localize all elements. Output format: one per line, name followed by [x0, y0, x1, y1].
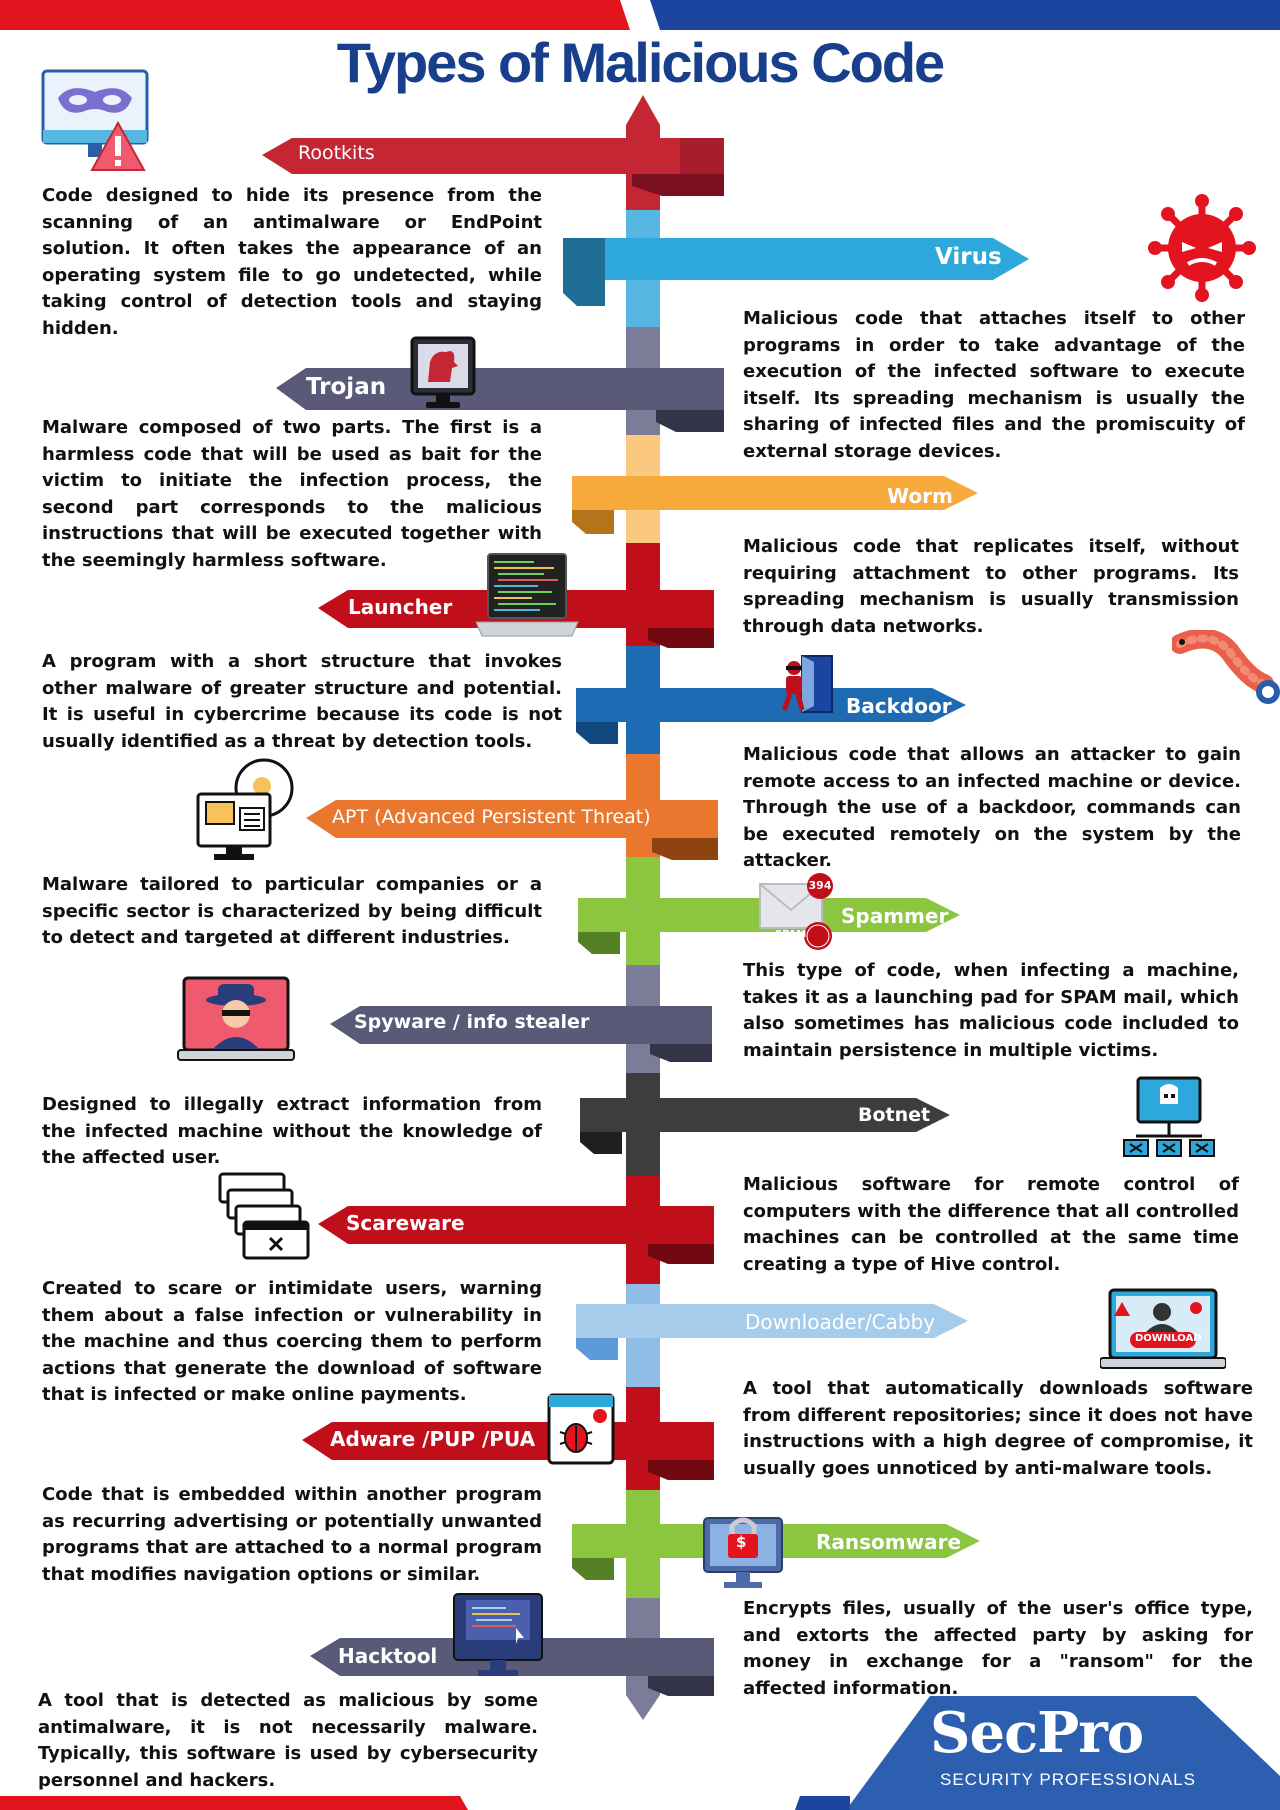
launcher-label: Launcher: [348, 595, 453, 619]
adware-description: Code that is embedded within another pro…: [42, 1484, 542, 1585]
adware-label: Adware /PUP /PUA: [330, 1427, 536, 1451]
rootkits-description: Code designed to hide its presence from …: [42, 185, 542, 339]
virus-description: Malicious code that attaches itself to o…: [743, 308, 1245, 462]
spam-stamp: SPAM: [775, 929, 807, 940]
hacker-monitor-icon: [453, 1593, 543, 1676]
apt-label: APT (Advanced Persistent Threat): [332, 806, 651, 828]
trojan-description: Malware composed of two parts. The first…: [42, 417, 542, 571]
backdoor-description: Malicious code that allows an attacker t…: [743, 744, 1241, 871]
hacktool-label: Hacktool: [338, 1644, 438, 1668]
top-left-red-bar: [0, 0, 630, 30]
trojan-ribbon: [276, 368, 724, 432]
spam-badge-circle: [807, 873, 833, 899]
scareware-label: Scareware: [346, 1211, 465, 1235]
hacktool-description: A tool that is detected as malicious by …: [38, 1690, 538, 1791]
page-title: Types of Malicious Code: [336, 31, 945, 94]
downloader-ribbon: [576, 1304, 968, 1360]
secpro-logo-background: [846, 1696, 1280, 1810]
botnet-network-icon: [1123, 1076, 1215, 1157]
worm-ribbon: [572, 476, 978, 534]
stacked-windows-icon: [218, 1172, 310, 1260]
virus-icon: [1148, 194, 1256, 302]
secpro-logo-name: SecPro: [930, 1700, 1144, 1766]
apt-computer-icon: [196, 758, 294, 860]
worm-label: Worm: [887, 484, 953, 508]
spam-badge-count: 394: [808, 879, 832, 892]
launcher-description: A program with a short structure that in…: [42, 651, 562, 752]
spammer-description: This type of code, when infecting a mach…: [743, 960, 1239, 1061]
trojan-label: Trojan: [306, 374, 387, 400]
download-button-label: DOWNLOAD: [1135, 1333, 1202, 1344]
ransomware-description: Encrypts files, usually of the user's of…: [743, 1598, 1253, 1699]
rootkits-ribbon: [262, 138, 724, 196]
trojan-horse-icon: [410, 336, 476, 408]
downloader-description: A tool that automatically downloads soft…: [743, 1378, 1253, 1479]
spammer-label: Spammer: [841, 904, 949, 928]
backdoor-intruder-icon: [781, 655, 833, 713]
ransomware-label: Ransomware: [816, 1530, 962, 1554]
backdoor-label: Backdoor: [846, 694, 952, 718]
botnet-label: Botnet: [858, 1104, 931, 1126]
apt-description: Malware tailored to particular companies…: [42, 874, 542, 948]
botnet-ribbon: [580, 1098, 950, 1154]
secpro-logo-tagline: SECURITY PROFESSIONALS: [940, 1770, 1196, 1789]
worm-icon: [1172, 630, 1280, 704]
backdoor-ribbon: [576, 688, 966, 744]
laptop-code-icon: [475, 553, 579, 637]
scareware-description: Created to scare or intimidate users, wa…: [42, 1278, 542, 1405]
virus-ribbon: [563, 238, 1029, 306]
downloader-label: Downloader/Cabby: [745, 1310, 936, 1334]
spy-laptop-icon: [177, 976, 295, 1061]
spyware-description: Designed to illegally extract informatio…: [42, 1094, 542, 1168]
apt-ribbon: [306, 800, 718, 860]
top-color-bars: [0, 0, 1280, 30]
rootkits-label: Rootkits: [298, 142, 375, 164]
virus-label: Virus: [935, 244, 1002, 270]
bottom-color-bars: [0, 1796, 850, 1810]
worm-description: Malicious code that replicates itself, w…: [743, 536, 1239, 637]
spyware-ribbon: [330, 1006, 712, 1062]
spam-envelope-icon: [759, 883, 832, 950]
ransom-lock-icon: [703, 1517, 783, 1588]
mask-monitor-warning-icon: [41, 69, 149, 171]
scareware-ribbon: [318, 1206, 714, 1264]
dollar-icon: $: [736, 1533, 747, 1551]
spyware-label: Spyware / info stealer: [354, 1011, 590, 1033]
bug-browser-icon: [547, 1393, 615, 1465]
download-laptop-icon: [1100, 1288, 1226, 1369]
botnet-description: Malicious software for remote control of…: [743, 1174, 1239, 1275]
top-right-blue-bar: [650, 0, 1280, 30]
